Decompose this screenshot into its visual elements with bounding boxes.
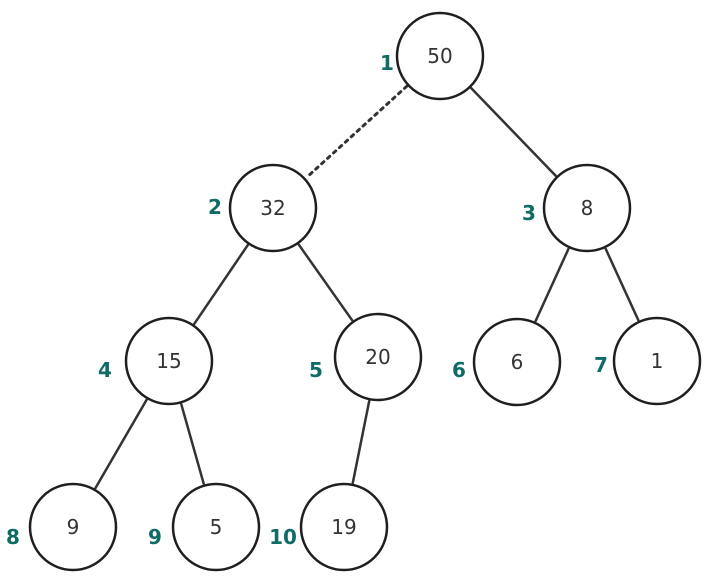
node-value: 8 xyxy=(581,196,594,220)
edge-3-6 xyxy=(534,247,570,323)
node-value: 20 xyxy=(365,345,390,369)
node-value: 15 xyxy=(156,349,181,373)
edge-1-2 xyxy=(304,84,409,180)
node-circle xyxy=(472,317,562,407)
node-value: 32 xyxy=(260,196,285,220)
node-circle xyxy=(333,312,423,402)
node-index-label: 9 xyxy=(148,525,162,549)
edge-5-10 xyxy=(351,399,371,485)
node-circle xyxy=(228,163,318,253)
node-circle xyxy=(542,163,632,253)
node-value: 50 xyxy=(427,44,452,68)
heap-node-2: 32 2 xyxy=(208,163,318,253)
heap-node-5: 20 5 xyxy=(309,312,423,402)
heap-node-3: 83 xyxy=(522,163,632,253)
node-circle xyxy=(612,316,702,406)
edge-2-4 xyxy=(193,243,249,326)
node-circle xyxy=(299,482,389,572)
edges-layer xyxy=(94,84,640,490)
edge-3-7 xyxy=(604,247,640,322)
node-index-label: 4 xyxy=(98,358,112,382)
edge-4-9 xyxy=(180,403,205,485)
node-value: 5 xyxy=(210,515,223,539)
edge-4-8 xyxy=(94,398,148,490)
heap-node-1: 50 1 xyxy=(380,11,485,101)
node-index-label: 3 xyxy=(522,201,536,225)
node-index-label: 10 xyxy=(269,525,297,549)
node-index-label: 2 xyxy=(208,195,222,219)
heap-node-6: 66 xyxy=(452,317,562,407)
node-circle xyxy=(124,316,214,406)
edge-1-3 xyxy=(470,87,557,177)
node-circle xyxy=(28,482,118,572)
node-value: 6 xyxy=(511,350,524,374)
node-value: 1 xyxy=(651,349,664,373)
heap-node-7: 17 xyxy=(594,316,702,406)
heap-node-8: 98 xyxy=(6,482,118,572)
heap-node-4: 15 4 xyxy=(98,316,214,406)
edge-2-5 xyxy=(297,243,354,322)
node-index-label: 5 xyxy=(309,358,323,382)
node-circle xyxy=(395,11,485,101)
node-index-label: 8 xyxy=(6,525,20,549)
node-circle xyxy=(171,482,261,572)
heap-node-9: 59 xyxy=(148,482,261,572)
node-value: 19 xyxy=(331,515,356,539)
node-index-label: 6 xyxy=(452,358,466,382)
node-index-label: 1 xyxy=(380,51,394,75)
node-index-label: 7 xyxy=(594,353,608,377)
node-value: 9 xyxy=(67,515,80,539)
